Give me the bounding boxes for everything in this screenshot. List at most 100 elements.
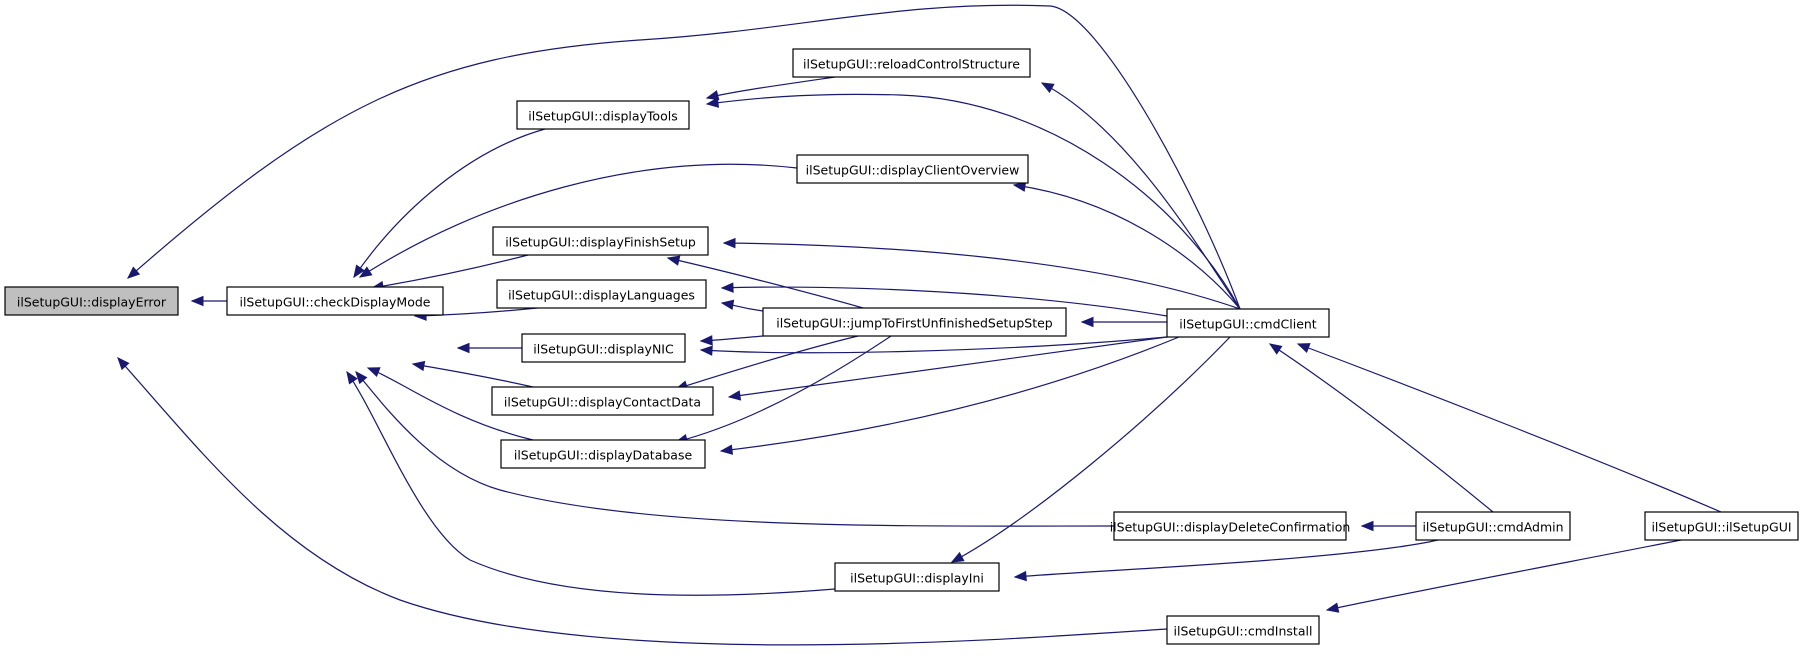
node-box	[1166, 308, 1330, 338]
edge-line	[1297, 343, 1722, 513]
edge-cmdClient-to-displayError	[127, 4, 1241, 310]
edge-line	[1014, 539, 1439, 578]
node-label: ilSetupGUI::displayError	[17, 295, 167, 310]
edge-cmdClient-to-displayContactData	[727, 336, 1168, 401]
edge-line	[1013, 184, 1241, 310]
node-cmdClient[interactable]: ilSetupGUI::cmdClient	[1166, 308, 1330, 338]
arrowhead-icon	[127, 266, 141, 279]
edge-jumpToFirstUnfinishedSetupStep-to-displayFinishSetup	[666, 255, 864, 309]
node-box	[762, 307, 1067, 337]
edge-line	[367, 367, 534, 441]
node-box	[226, 286, 444, 316]
node-label: ilSetupGUI::displayIni	[850, 571, 984, 586]
edge-line	[1041, 82, 1241, 310]
node-checkDisplayMode[interactable]: ilSetupGUI::checkDisplayMode	[226, 286, 444, 316]
edge-cmdAdmin-to-cmdClient	[1268, 343, 1494, 513]
edge-line	[359, 163, 798, 278]
arrowhead-icon	[346, 370, 358, 385]
arrowhead-icon	[699, 345, 713, 356]
node-reloadControlStructure[interactable]: ilSetupGUI::reloadControlStructure	[792, 48, 1031, 78]
arrowhead-icon	[190, 295, 204, 307]
arrowhead-icon	[456, 342, 470, 354]
node-label: ilSetupGUI::displayNIC	[533, 342, 674, 357]
node-displayDeleteConfirmation[interactable]: ilSetupGUI::displayDeleteConfirmation	[1110, 511, 1351, 541]
arrowhead-icon	[1325, 602, 1340, 613]
edge-line	[371, 254, 529, 289]
edge-line	[1269, 343, 1494, 513]
node-label: ilSetupGUI::reloadControlStructure	[803, 57, 1020, 72]
edge-line	[706, 93, 1241, 310]
node-label: ilSetupGUI::checkDisplayMode	[239, 295, 430, 310]
arrowhead-icon	[699, 335, 713, 346]
edge-line	[117, 357, 1168, 646]
node-displayDatabase[interactable]: ilSetupGUI::displayDatabase	[500, 439, 706, 469]
edge-cmdClient-to-displayFinishSetup	[722, 237, 1241, 310]
arrowhead-icon	[1360, 520, 1374, 532]
edge-jumpToFirstUnfinishedSetupStep-to-displayNIC	[699, 335, 764, 346]
edge-line	[412, 363, 534, 388]
node-displayContactData[interactable]: ilSetupGUI::displayContactData	[491, 386, 714, 416]
node-label: ilSetupGUI::displayClientOverview	[806, 163, 1020, 178]
arrowhead-icon	[353, 264, 365, 279]
arrowhead-icon	[411, 360, 426, 372]
node-displayNIC[interactable]: ilSetupGUI::displayNIC	[521, 333, 686, 363]
edge-cmdClient-to-displayIni	[950, 336, 1231, 563]
node-box	[792, 48, 1031, 78]
edge-cmdAdmin-to-displayIni	[1013, 539, 1439, 582]
arrowhead-icon	[727, 390, 742, 401]
node-displayIni[interactable]: ilSetupGUI::displayIni	[834, 562, 1000, 592]
edge-line	[353, 128, 546, 278]
node-label: ilSetupGUI::displayTools	[528, 109, 677, 124]
edge-jumpToFirstUnfinishedSetupStep-to-displayContactData	[674, 335, 859, 391]
arrowhead-icon	[719, 444, 734, 455]
edge-line	[346, 371, 836, 596]
node-cmdAdmin[interactable]: ilSetupGUI::cmdAdmin	[1415, 511, 1571, 541]
node-box	[491, 386, 714, 416]
arrowhead-icon	[117, 357, 130, 371]
arrowhead-icon	[1040, 82, 1055, 94]
arrowhead-icon	[720, 299, 735, 311]
edge-displayClientOverview-to-checkDisplayMode	[358, 163, 798, 278]
edge-displayTools-to-checkDisplayMode	[353, 128, 546, 279]
node-box	[496, 279, 707, 309]
edge-line	[700, 336, 1168, 354]
node-box	[834, 562, 1000, 592]
node-label: ilSetupGUI::displayFinishSetup	[505, 235, 696, 250]
edge-cmdAdmin-to-displayDeleteConfirmation	[1360, 520, 1416, 532]
edge-line	[675, 335, 892, 443]
arrowhead-icon	[366, 367, 381, 378]
node-ilSetupGUI[interactable]: ilSetupGUI::ilSetupGUI	[1644, 511, 1799, 541]
node-jumpToFirstUnfinishedSetupStep[interactable]: ilSetupGUI::jumpToFirstUnfinishedSetupSt…	[762, 307, 1067, 337]
node-label: ilSetupGUI::displayContactData	[504, 395, 701, 410]
node-displayTools[interactable]: ilSetupGUI::displayTools	[516, 100, 690, 130]
node-displayClientOverview[interactable]: ilSetupGUI::displayClientOverview	[796, 154, 1029, 184]
edge-displayDeleteConfirmation-to-checkDisplayMode	[355, 370, 1115, 527]
node-box	[796, 154, 1029, 184]
edge-line	[951, 336, 1231, 563]
edge-cmdClient-to-displayDatabase	[719, 336, 1180, 455]
node-displayError[interactable]: ilSetupGUI::displayError	[4, 286, 179, 316]
edge-ilSetupGUI-to-cmdInstall	[1325, 539, 1682, 613]
edge-displayNIC-to-checkDisplayMode	[456, 342, 522, 354]
node-cmdInstall[interactable]: ilSetupGUI::cmdInstall	[1166, 615, 1320, 645]
edge-cmdInstall-to-displayError	[117, 357, 1168, 646]
node-label: ilSetupGUI::ilSetupGUI	[1651, 520, 1791, 535]
node-label: ilSetupGUI::cmdAdmin	[1422, 520, 1563, 535]
arrowhead-icon	[950, 551, 965, 563]
edge-line	[721, 286, 1168, 317]
edge-ilSetupGUI-to-cmdClient	[1296, 343, 1722, 513]
arrowhead-icon	[666, 255, 681, 266]
arrowhead-icon	[722, 237, 736, 249]
node-displayLanguages[interactable]: ilSetupGUI::displayLanguages	[496, 279, 707, 309]
node-box	[521, 333, 686, 363]
edge-jumpToFirstUnfinishedSetupStep-to-displayLanguages	[720, 299, 764, 312]
arrowhead-icon	[1080, 316, 1094, 328]
edge-reloadControlStructure-to-displayTools	[705, 76, 836, 101]
node-displayFinishSetup[interactable]: ilSetupGUI::displayFinishSetup	[492, 226, 709, 256]
edge-line	[127, 4, 1241, 310]
node-box	[1166, 615, 1320, 645]
node-box	[1644, 511, 1799, 541]
edge-displayContactData-to-checkDisplayMode	[411, 360, 534, 388]
edges-layer	[117, 4, 1722, 646]
